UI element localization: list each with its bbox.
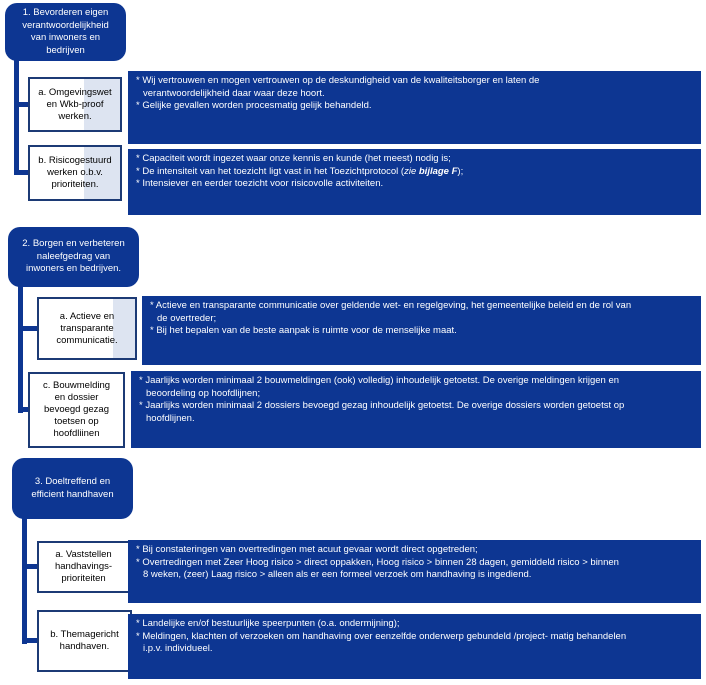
bullet: * Capaciteit wordt ingezet waar onze ken…	[136, 153, 451, 164]
strategy-detail-1a: * Wij vertrouwen en mogen vertrouwen op …	[128, 71, 701, 144]
goal-box-2: 2. Borgen en verbeteren naleefgedrag van…	[8, 227, 139, 287]
strategy-detail-2a: * Actieve en transparante communicatie o…	[142, 296, 701, 365]
goal-title-3: 3. Doeltreffend en efficient handhaven	[31, 476, 114, 500]
goal-box-3: 3. Doeltreffend en efficient handhaven	[12, 458, 133, 519]
connector-horizontal-1a	[14, 102, 30, 107]
connector-horizontal-2c	[18, 407, 29, 412]
bullet-bold-italic-text: bijlage F	[418, 165, 458, 177]
strategy-label-2a: a. Actieve en transparante communicatie.	[37, 297, 137, 360]
connector-horizontal-1b	[14, 170, 30, 175]
bullet: * Bij constateringen van overtredingen m…	[136, 544, 478, 555]
connector-horizontal-3a	[22, 564, 38, 569]
bullet: * Meldingen, klachten of verzoeken om ha…	[136, 630, 627, 655]
strategy-label-text-3b: b. Themagericht handhaven.	[50, 629, 119, 652]
bullet: * Landelijke en/of bestuurlijke speerpun…	[136, 618, 400, 629]
strategy-label-text-3a: a. Vaststellen handhavings- prioriteiten	[54, 549, 113, 584]
strategy-label-text-1a: a. Omgevingswet en Wkb-proof werken.	[38, 86, 112, 122]
bullet-text: );	[457, 165, 464, 177]
bullet-italic-text: zie	[404, 165, 419, 177]
bullet: * Jaarlijks worden minimaal 2 dossiers b…	[139, 400, 625, 424]
strategy-label-3b: b. Themagericht handhaven.	[37, 610, 132, 672]
strategy-label-1a: a. Omgevingswet en Wkb-proof werken.	[28, 77, 122, 132]
connector-vertical-1	[14, 58, 19, 175]
strategy-detail-3b: * Landelijke en/of bestuurlijke speerpun…	[128, 614, 701, 679]
connector-horizontal-3b	[22, 638, 38, 643]
strategy-label-3a: a. Vaststellen handhavings- prioriteiten	[37, 541, 130, 593]
strategy-label-text-1b: b. Risicogestuurd werken o.b.v. priorite…	[38, 155, 112, 190]
strategy-detail-1b: * Capaciteit wordt ingezet waar onze ken…	[128, 149, 701, 215]
bullet: * Intensiever en eerder toezicht voor ri…	[136, 178, 384, 189]
strategy-detail-3a: * Bij constateringen van overtredingen m…	[128, 540, 701, 603]
bullet: * Actieve en transparante communicatie o…	[150, 300, 632, 324]
bullet: * Gelijke gevallen worden procesmatig ge…	[136, 100, 372, 111]
bullet: * Jaarlijks worden minimaal 2 bouwmeldin…	[139, 375, 620, 399]
strategy-label-1b: b. Risicogestuurd werken o.b.v. priorite…	[28, 145, 122, 201]
bullet: * De intensiteit van het toezicht ligt v…	[136, 166, 695, 179]
strategy-label-text-2c: c. Bouwmelding en dossier bevoegd gezag …	[42, 380, 111, 439]
strategy-detail-2c: * Jaarlijks worden minimaal 2 bouwmeldin…	[131, 371, 701, 448]
goal-title-2: 2. Borgen en verbeteren naleefgedrag van…	[22, 238, 125, 275]
connector-vertical-3	[22, 517, 27, 644]
connector-vertical-2	[18, 285, 23, 413]
strategy-label-text-2a: a. Actieve en transparante communicatie.	[56, 310, 118, 346]
strategy-label-2c: c. Bouwmelding en dossier bevoegd gezag …	[28, 372, 125, 448]
connector-horizontal-2a	[18, 326, 38, 331]
bullet: * Overtredingen met Zeer Hoog risico > d…	[136, 556, 619, 581]
label-shade	[84, 147, 120, 199]
bullet-text: * De intensiteit van het toezicht ligt v…	[136, 165, 405, 177]
goal-title-1: 1. Bevorderen eigen verantwoordelijkheid…	[22, 7, 109, 56]
goal-box-1: 1. Bevorderen eigen verantwoordelijkheid…	[5, 3, 126, 61]
label-shade	[113, 299, 135, 358]
bullet: * Wij vertrouwen en mogen vertrouwen op …	[136, 75, 540, 99]
bullet: * Bij het bepalen van de beste aanpak is…	[150, 325, 457, 336]
label-shade	[84, 79, 120, 130]
